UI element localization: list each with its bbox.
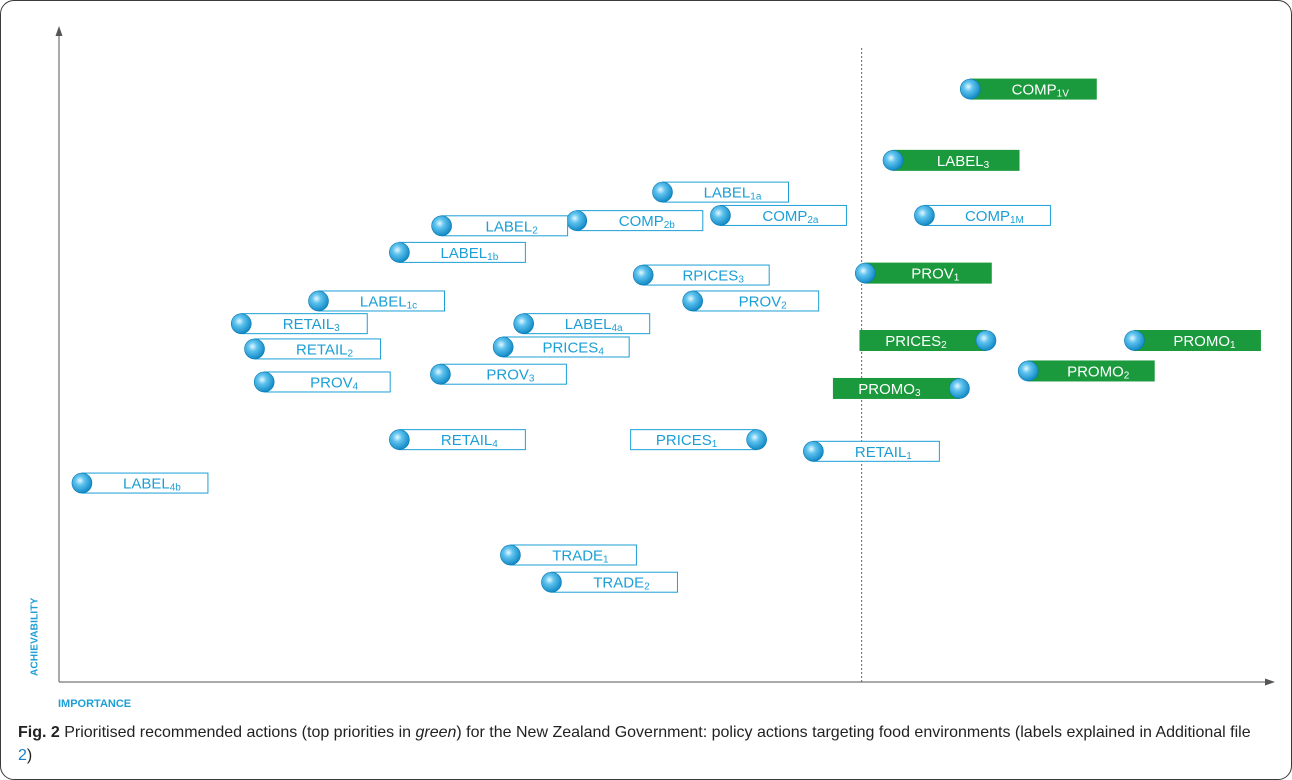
point-marker-label2 — [431, 215, 452, 237]
point-label1a: LABEL1a — [652, 181, 789, 203]
point-marker-promo2 — [1017, 360, 1039, 382]
point-promo2: PROMO2 — [1017, 360, 1155, 382]
point-marker-comp2b — [566, 210, 588, 231]
point-marker-prov2 — [682, 290, 703, 312]
point-marker-retail4 — [389, 429, 410, 450]
point-retail3: RETAIL3 — [230, 313, 368, 335]
point-marker-prices1 — [746, 429, 767, 450]
point-marker-label1b — [389, 242, 410, 263]
caption-text-end: ) — [26, 747, 33, 764]
point-prices2: PRICES2 — [859, 330, 997, 352]
point-marker-comp2a — [710, 205, 731, 226]
point-label-label4a: LABEL4a — [565, 316, 623, 334]
point-label-retail2: RETAIL2 — [296, 341, 353, 359]
point-marker-comp1m — [914, 205, 935, 226]
point-marker-label1c — [308, 290, 329, 312]
point-label4a: LABEL4a — [513, 313, 651, 335]
point-marker-promo3 — [949, 378, 970, 399]
point-marker-prov4 — [253, 371, 275, 393]
point-retail2: RETAIL2 — [244, 338, 382, 360]
point-marker-prov3 — [430, 363, 451, 385]
point-prov4: PROV4 — [253, 371, 391, 393]
point-label-label1b: LABEL1b — [440, 245, 498, 263]
y-axis-arrow — [55, 26, 63, 36]
point-prov1: PROV1 — [854, 262, 992, 284]
point-prices4: PRICES4 — [492, 336, 630, 358]
point-promo1: PROMO1 — [1124, 330, 1261, 352]
point-label-promo3: PROMO3 — [858, 381, 921, 399]
point-label-prices1: PRICES1 — [656, 432, 718, 450]
point-marker-rpices3 — [632, 264, 654, 286]
point-label-label1c: LABEL1c — [360, 293, 417, 311]
point-marker-prov1 — [854, 262, 876, 284]
point-label-prices2: PRICES2 — [885, 333, 947, 351]
point-label-prov3: PROV3 — [486, 367, 535, 385]
point-label1b: LABEL1b — [389, 241, 526, 263]
point-label-prov4: PROV4 — [310, 374, 359, 392]
point-label4b: LABEL4b — [71, 472, 209, 494]
point-retail4: RETAIL4 — [389, 429, 526, 451]
point-label-retail3: RETAIL3 — [283, 316, 340, 334]
point-retail1: RETAIL1 — [803, 440, 940, 462]
point-label-retail4: RETAIL4 — [441, 432, 498, 450]
point-label-prices4: PRICES4 — [542, 339, 604, 357]
point-label-label3: LABEL3 — [937, 153, 990, 171]
point-trade1: TRADE1 — [500, 544, 637, 566]
point-label-label1a: LABEL1a — [704, 185, 762, 203]
point-marker-trade2 — [541, 571, 562, 593]
point-marker-label4a — [513, 313, 534, 334]
point-marker-label1a — [652, 181, 673, 203]
caption-text-after: ) for the New Zealand Government: policy… — [456, 724, 1251, 741]
point-marker-retail3 — [230, 313, 252, 334]
point-marker-prices2 — [975, 330, 997, 351]
point-marker-retail1 — [803, 441, 824, 462]
point-marker-retail2 — [244, 338, 265, 360]
point-prov3: PROV3 — [430, 363, 567, 385]
caption-link[interactable]: 2 — [18, 747, 27, 764]
point-label-comp2b: COMP2b — [619, 213, 676, 231]
point-label-comp2a: COMP2a — [762, 208, 819, 226]
point-label-retail1: RETAIL1 — [855, 444, 912, 462]
point-label-rpices3: RPICES3 — [682, 268, 744, 286]
point-comp2a: COMP2a — [710, 204, 847, 226]
point-comp1m: COMP1M — [914, 204, 1051, 226]
point-label-comp1m: COMP1M — [965, 208, 1024, 226]
point-comp2b: COMP2b — [566, 210, 704, 232]
x-axis-arrow — [1265, 678, 1275, 686]
point-label-promo2: PROMO2 — [1067, 363, 1130, 381]
point-marker-trade1 — [500, 544, 521, 566]
point-comp1v: COMP1V — [959, 78, 1097, 100]
y-axis-label: ACHIEVABILITY — [29, 597, 41, 677]
point-label-prov1: PROV1 — [911, 266, 960, 284]
point-label-promo1: PROMO1 — [1173, 333, 1236, 351]
caption-text-before: Prioritised recommended actions (top pri… — [59, 724, 416, 741]
point-marker-prices4 — [492, 336, 514, 358]
x-axis-label: IMPORTANCE — [58, 698, 132, 710]
point-marker-promo1 — [1124, 330, 1145, 351]
point-label3: LABEL3 — [882, 149, 1020, 171]
point-prices1: PRICES1 — [630, 429, 767, 451]
point-label-comp1v: COMP1V — [1012, 82, 1070, 100]
point-label-trade2: TRADE2 — [593, 575, 650, 593]
point-trade2: TRADE2 — [541, 571, 678, 593]
figure-caption: Fig. 2 Prioritised recommended actions (… — [18, 721, 1268, 767]
point-marker-label4b — [71, 472, 93, 494]
point-rpices3: RPICES3 — [632, 264, 770, 286]
point-marker-comp1v — [959, 78, 981, 100]
point-promo3: PROMO3 — [832, 377, 970, 399]
point-label-label2: LABEL2 — [485, 218, 538, 236]
caption-italic: green — [415, 724, 457, 741]
point-label2: LABEL2 — [431, 215, 569, 237]
point-prov2: PROV2 — [682, 290, 820, 312]
point-label1c: LABEL1c — [308, 290, 446, 312]
point-label-prov2: PROV2 — [739, 293, 788, 311]
point-marker-label3 — [882, 150, 904, 171]
caption-fig-label: Fig. 2 — [18, 724, 60, 741]
point-label-trade1: TRADE1 — [552, 547, 609, 565]
point-label-label4b: LABEL4b — [123, 476, 181, 494]
